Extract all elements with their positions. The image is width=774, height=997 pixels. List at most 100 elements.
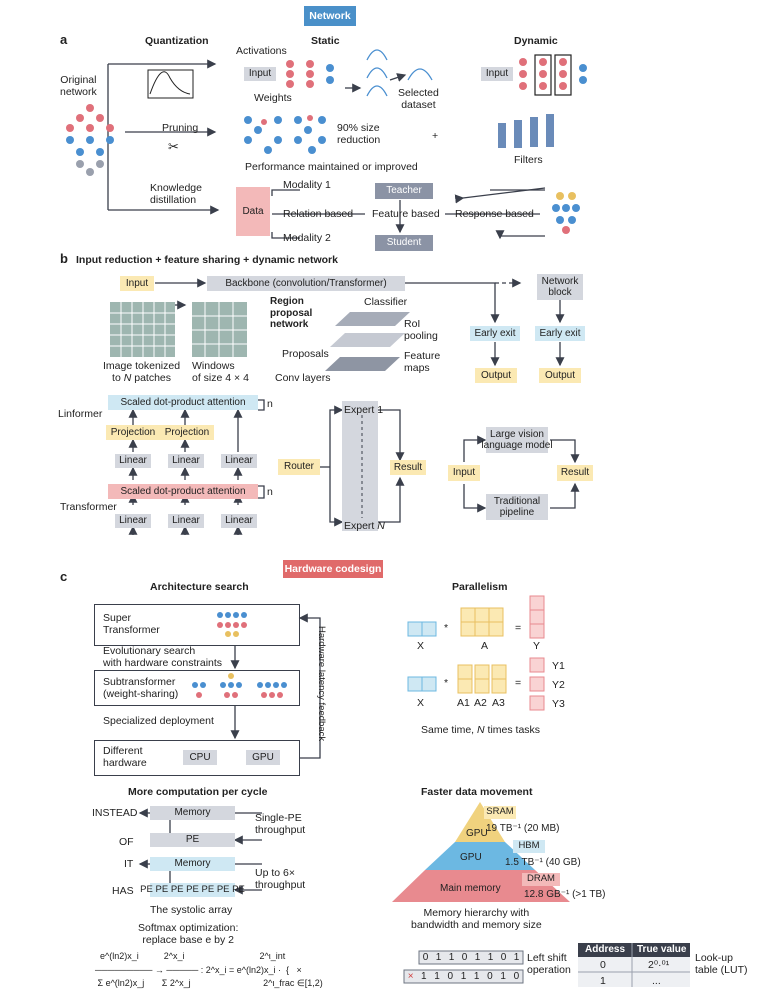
expert-n-prefix: Expert <box>344 520 378 532</box>
expert-n-italic: N <box>377 520 385 532</box>
star-2: * <box>444 677 449 689</box>
cpu-box: CPU <box>183 750 217 765</box>
size-reduction-label: 90% size reduction <box>337 122 381 147</box>
more-computation-title: More computation per cycle <box>128 786 268 798</box>
weights-label: Weights <box>254 92 292 104</box>
of-label: OF <box>119 836 134 848</box>
lut-row-0-value: 2⁰·⁰¹ <box>648 959 670 971</box>
same-time-label: Same time, N times tasks <box>421 724 540 736</box>
bottom-bit-7: 1 <box>500 971 506 982</box>
transformer-label: Transformer <box>60 501 117 513</box>
same-time-prefix: Same time, <box>421 724 478 736</box>
projection-box-2: Projection <box>160 425 214 440</box>
classifier-label: Classifier <box>364 296 408 308</box>
linformer-label: Linformer <box>58 408 103 420</box>
it-label: IT <box>124 858 134 870</box>
dynamic-input-box: Input <box>481 67 513 81</box>
softmax-formula: e^(ln2)x_i 2^x_i 2^ι_int ───────── → ───… <box>95 950 323 991</box>
feedback-label: Hardware latency feedback <box>316 626 327 742</box>
relation-based-label: Relation based <box>283 208 354 220</box>
conv-layers-label: Conv layers <box>275 372 331 384</box>
memory-box-1: Memory <box>150 806 235 820</box>
top-bit-5: 1 <box>487 952 494 963</box>
sram-bandwidth: 19 TB⁻¹ (20 MB) <box>486 823 560 834</box>
backbone-box: Backbone (convolution/Transformer) <box>207 276 405 291</box>
left-shift-label: Left shift operation <box>527 952 571 977</box>
lut-row-1-value: ... <box>652 975 661 987</box>
subtransformer-label: Subtransformer (weight-sharing) <box>103 676 179 701</box>
expert-1-label: Expert 1 <box>344 404 384 416</box>
linformer-attention-box: Scaled dot-product attention <box>108 395 258 410</box>
gpu-box: GPU <box>246 750 280 765</box>
top-bit-0: 0 <box>422 952 429 963</box>
transformer-n-label: n <box>267 486 273 498</box>
panel-c-letter: c <box>60 569 68 584</box>
pe-cell-2: PE <box>155 883 169 895</box>
roi-pooling-label: RoI pooling <box>404 318 438 343</box>
subtransformer-box <box>94 670 300 706</box>
specialized-label: Specialized deployment <box>103 715 214 727</box>
linear-box-4: Linear <box>115 514 151 528</box>
a1-label: A1 <box>457 697 470 709</box>
panel-b-letter: b <box>60 251 68 266</box>
scissors-icon: ✂ <box>168 139 179 154</box>
hbm-gpu-label: GPU <box>460 852 482 863</box>
lvlm-input-box: Input <box>448 465 480 481</box>
eq-1: = <box>515 622 522 634</box>
projection-box-1: Projection <box>106 425 160 440</box>
super-transformer-box <box>94 604 300 646</box>
same-time-suffix: times tasks <box>484 724 541 736</box>
eq-2: = <box>515 677 522 689</box>
top-bit-4: 1 <box>474 952 481 963</box>
panel-a-letter: a <box>60 32 68 47</box>
sram-tag: SRAM <box>484 806 516 819</box>
bottom-bit-0: × <box>407 971 414 982</box>
parallelism-title: Parallelism <box>452 581 508 593</box>
evolutionary-label: Evolutionary search with hardware constr… <box>103 645 223 670</box>
hbm-bandwidth: 1.5 TB⁻¹ (40 GB) <box>505 857 581 868</box>
early-exit-box-1: Early exit <box>470 326 520 341</box>
linformer-n-label: n <box>267 398 273 410</box>
proposals-label: Proposals <box>282 348 329 360</box>
dram-tag: DRAM <box>522 873 560 886</box>
linear-box-3: Linear <box>221 454 257 468</box>
x-label-1: X <box>417 640 425 652</box>
transformer-attention-box: Scaled dot-product attention <box>108 484 258 499</box>
input-box: Input <box>120 276 154 291</box>
modality1-label: Modality 1 <box>283 179 331 191</box>
super-transformer-label: Super Transformer <box>103 612 160 637</box>
y1-label: Y1 <box>552 660 565 672</box>
a2-label: A2 <box>474 697 487 709</box>
hardware-box <box>94 740 300 776</box>
pe-cell-1: PE <box>140 883 153 895</box>
instead-label: INSTEAD <box>92 807 138 819</box>
performance-label: Performance maintained or improved <box>245 161 418 173</box>
filters-label: Filters <box>514 154 543 166</box>
hierarchy-caption: Memory hierarchy with bandwidth and memo… <box>411 907 542 932</box>
response-based-label: Response based <box>455 208 534 220</box>
early-exit-box-2: Early exit <box>535 326 585 341</box>
linear-box-2: Linear <box>168 454 204 468</box>
static-input-box: Input <box>244 67 276 81</box>
bottom-bit-6: 0 <box>487 971 493 982</box>
panel-b-title: Input reduction + feature sharing + dyna… <box>76 254 338 266</box>
bottom-bit-3: 0 <box>447 971 454 982</box>
original-network-label: Original network <box>60 74 97 99</box>
bottom-bit-8: 0 <box>513 971 520 982</box>
large-vlm-box: Large vision language model <box>481 427 553 453</box>
plus-sign: + <box>432 130 439 142</box>
quantization-label: Quantization <box>145 35 209 47</box>
router-box: Router <box>278 459 320 475</box>
region-proposal-label: Region proposal network <box>270 296 313 330</box>
knowledge-distillation-label: Knowledge distillation <box>150 182 202 207</box>
pe-cell-5: PE <box>201 883 215 895</box>
hardware-section-tag: Hardware codesign <box>283 560 383 578</box>
lut-row-1-address: 1 <box>600 975 606 987</box>
bottom-bit-2: 1 <box>434 971 440 982</box>
has-label: HAS <box>112 885 134 897</box>
teacher-box: Teacher <box>375 183 433 199</box>
bottom-bit-4: 1 <box>460 971 467 982</box>
y3-label: Y3 <box>552 698 565 710</box>
activations-label: Activations <box>236 45 287 57</box>
faster-data-title: Faster data movement <box>421 786 533 798</box>
